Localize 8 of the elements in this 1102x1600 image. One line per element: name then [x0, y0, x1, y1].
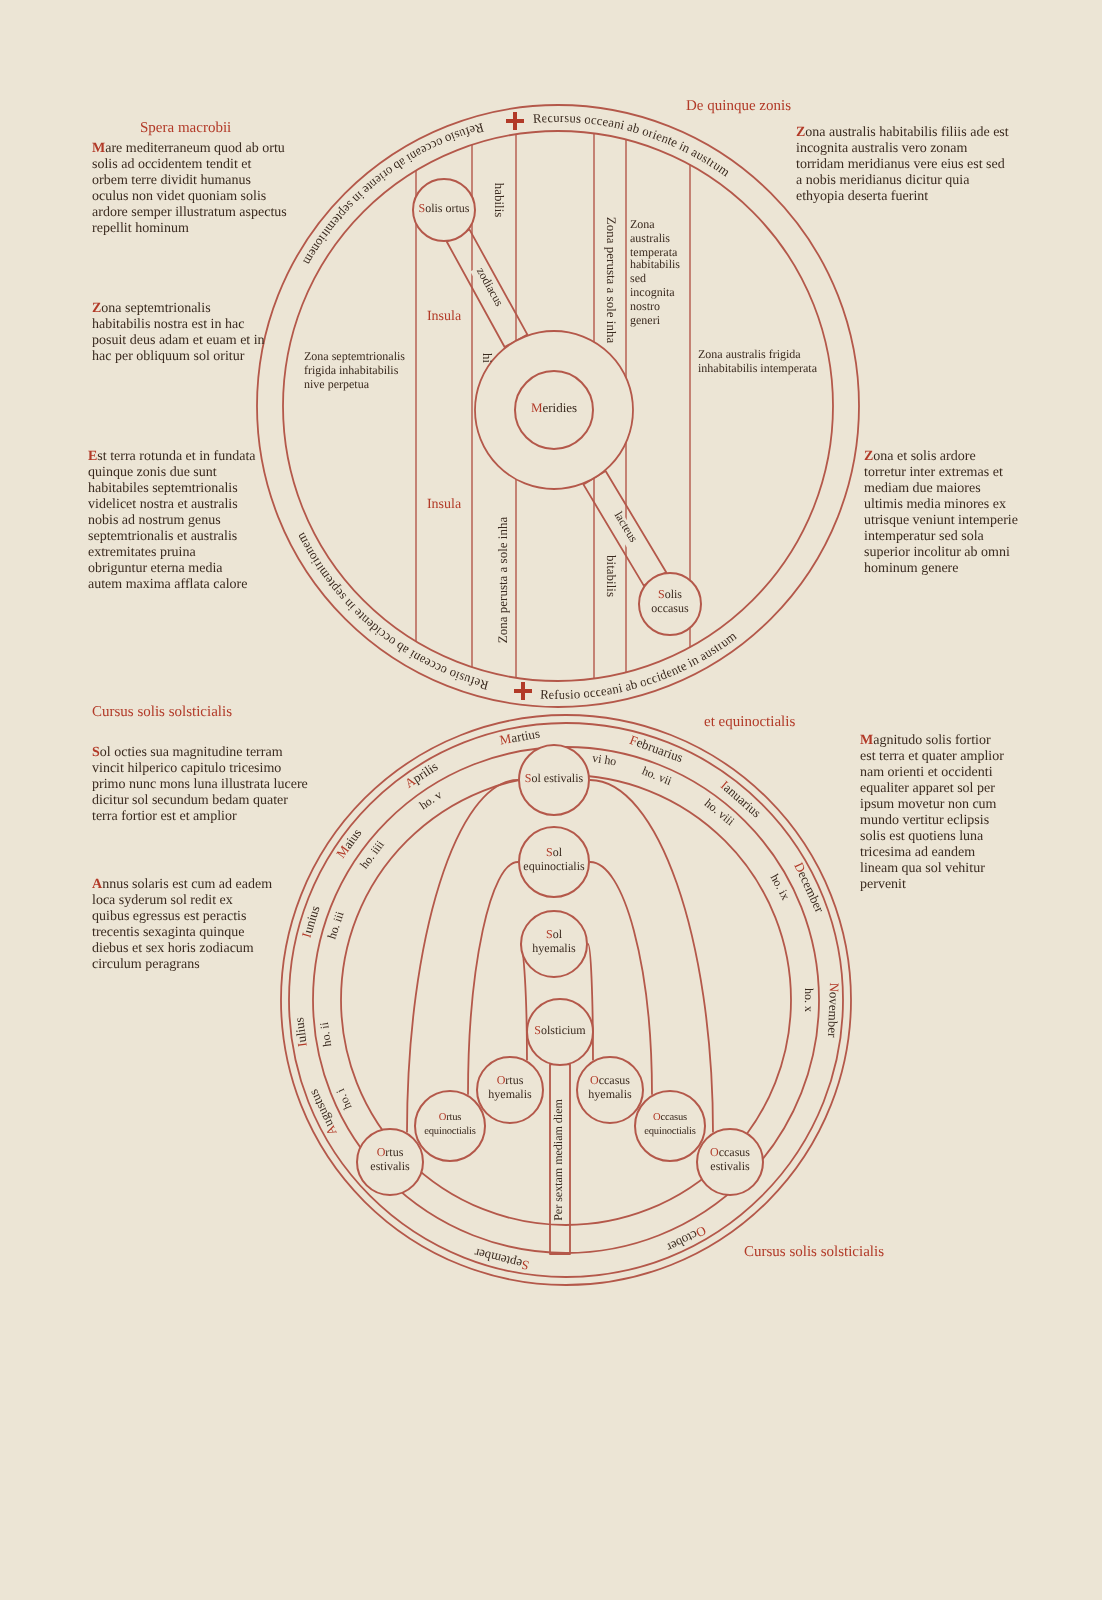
band-connector — [549, 1063, 571, 1255]
arc-connector — [587, 943, 594, 1062]
arc-connector — [467, 861, 519, 1096]
band-connector — [445, 228, 529, 348]
band-connector — [582, 470, 668, 587]
arc-connector — [406, 779, 519, 1134]
arc-connector — [589, 779, 714, 1134]
arc-connector — [589, 861, 653, 1096]
